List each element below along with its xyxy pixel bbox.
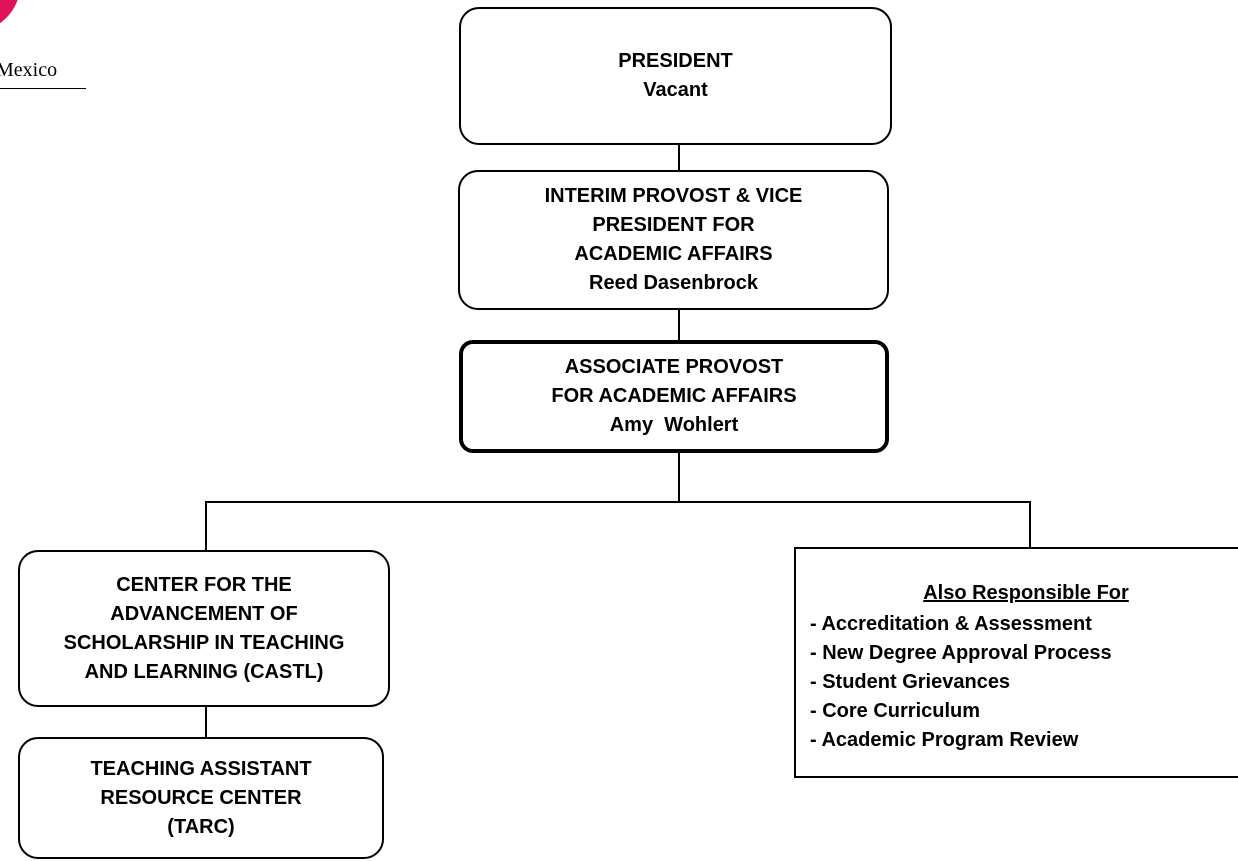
node-associate-name: Amy Wohlert [609,414,739,436]
logo-mark [0,0,18,24]
also-responsible-list: - Accreditation & Assessment - New Degre… [810,610,1112,755]
connector-castl-tarc [205,706,207,738]
node-provost-name: Reed Dasenbrock [589,272,758,294]
list-item: - Academic Program Review [810,729,1079,751]
node-associate-title-line: ASSOCIATE PROVOST [564,356,784,378]
connector-president-provost [678,144,680,171]
connector-provost-associate [678,309,680,341]
node-castl-title-line: SCHOLARSHIP IN TEACHING [63,631,345,654]
node-president-name: Vacant [643,79,708,101]
connector-branch-responsibilities [1029,501,1031,548]
node-provost-title-line: INTERIM PROVOST & VICE [544,185,803,207]
list-item: - Core Curriculum [810,700,981,722]
list-item: - Student Grievances [810,671,1011,693]
node-president-title: PRESIDENT [618,50,733,72]
also-responsible-heading: Also Responsible For [923,582,1129,604]
node-castl-title-line: CENTER FOR THE [116,573,292,596]
node-castl-title-line: ADVANCEMENT OF [110,602,298,625]
node-provost-title-line: ACADEMIC AFFAIRS [574,243,773,265]
connector-associate-branch [678,452,680,502]
connector-branch-horizontal [205,501,1031,503]
node-associate-title-line: FOR ACADEMIC AFFAIRS [551,385,797,407]
node-interim-provost: INTERIM PROVOST & VICE PRESIDENT FOR ACA… [458,170,889,310]
node-associate-provost: ASSOCIATE PROVOST FOR ACADEMIC AFFAIRS A… [459,340,889,453]
node-castl: CENTER FOR THE ADVANCEMENT OF SCHOLARSHI… [18,550,390,707]
node-provost-title-line: PRESIDENT FOR [592,214,755,236]
logo-text: Mexico [0,59,58,81]
logo-underline [0,88,86,89]
node-castl-title-line: AND LEARNING (CASTL) [84,660,324,683]
node-tarc-title-line: RESOURCE CENTER [100,786,302,809]
node-also-responsible: Also Responsible For - Accreditation & A… [794,547,1238,778]
connector-branch-castl [205,501,207,551]
node-president: PRESIDENT Vacant [459,7,892,145]
node-tarc: TEACHING ASSISTANT RESOURCE CENTER (TARC… [18,737,384,859]
list-item: - Accreditation & Assessment [810,613,1092,635]
list-item: - New Degree Approval Process [810,642,1112,664]
node-tarc-title-line: (TARC) [167,815,235,838]
logo-swoosh [0,0,18,24]
node-tarc-title-line: TEACHING ASSISTANT [90,757,312,780]
